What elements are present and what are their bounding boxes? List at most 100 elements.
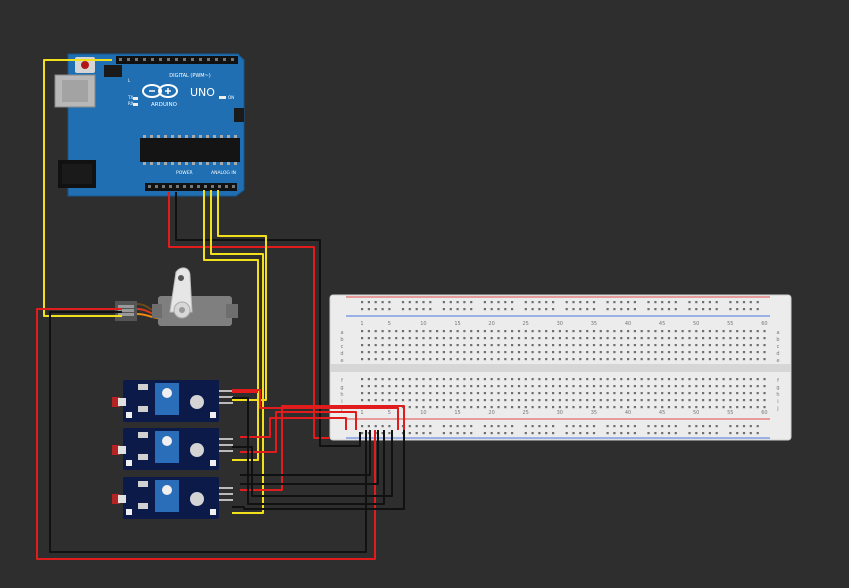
rail-hole[interactable] <box>415 432 418 435</box>
breadboard-hole[interactable] <box>517 392 521 395</box>
breadboard-hole[interactable] <box>756 406 759 409</box>
breadboard-hole[interactable] <box>749 392 752 395</box>
breadboard-hole[interactable] <box>695 406 698 409</box>
breadboard-hole[interactable] <box>599 337 602 340</box>
breadboard-hole[interactable] <box>401 385 405 388</box>
breadboard-hole[interactable] <box>647 337 650 340</box>
breadboard-hole[interactable] <box>756 344 759 347</box>
breadboard-hole[interactable] <box>388 344 391 347</box>
breadboard-hole[interactable] <box>497 330 500 333</box>
breadboard-hole[interactable] <box>681 399 684 402</box>
rail-hole[interactable] <box>381 425 384 428</box>
breadboard-hole[interactable] <box>674 406 677 409</box>
breadboard-hole[interactable] <box>531 385 534 388</box>
rail-hole[interactable] <box>401 301 405 304</box>
rail-hole[interactable] <box>606 432 609 435</box>
breadboard-hole[interactable] <box>401 399 405 402</box>
breadboard-hole[interactable] <box>722 378 725 381</box>
breadboard-hole[interactable] <box>545 351 548 354</box>
breadboard-hole[interactable] <box>470 337 473 340</box>
header-pin[interactable] <box>225 185 228 188</box>
breadboard-hole[interactable] <box>456 385 459 388</box>
breadboard-hole[interactable] <box>586 385 589 388</box>
breadboard-hole[interactable] <box>517 378 521 381</box>
breadboard-hole[interactable] <box>599 385 602 388</box>
breadboard-hole[interactable] <box>654 337 657 340</box>
breadboard-hole[interactable] <box>558 351 561 354</box>
rail-hole[interactable] <box>511 308 514 311</box>
breadboard-hole[interactable] <box>449 344 452 347</box>
rail-hole[interactable] <box>497 301 500 304</box>
breadboard-hole[interactable] <box>504 330 507 333</box>
breadboard-hole[interactable] <box>381 330 384 333</box>
rail-hole[interactable] <box>620 432 623 435</box>
rail-hole[interactable] <box>470 301 473 304</box>
breadboard-hole[interactable] <box>374 344 377 347</box>
breadboard-hole[interactable] <box>442 399 445 402</box>
rail-hole[interactable] <box>749 301 752 304</box>
breadboard-hole[interactable] <box>436 337 439 340</box>
rail-hole[interactable] <box>695 425 698 428</box>
breadboard-hole[interactable] <box>688 406 691 409</box>
rail-hole[interactable] <box>374 301 377 304</box>
breadboard-hole[interactable] <box>374 330 377 333</box>
breadboard-hole[interactable] <box>511 399 514 402</box>
rail-hole[interactable] <box>497 308 500 311</box>
breadboard-hole[interactable] <box>640 406 643 409</box>
breadboard-hole[interactable] <box>722 351 725 354</box>
header-pin[interactable] <box>155 185 158 188</box>
breadboard-hole[interactable] <box>436 358 439 361</box>
breadboard-hole[interactable] <box>558 358 561 361</box>
rail-hole[interactable] <box>361 308 364 311</box>
rail-hole[interactable] <box>606 425 609 428</box>
breadboard-hole[interactable] <box>429 406 432 409</box>
breadboard-hole[interactable] <box>667 392 671 395</box>
breadboard-hole[interactable] <box>367 337 370 340</box>
breadboard-hole[interactable] <box>708 385 711 388</box>
rail-hole[interactable] <box>504 432 507 435</box>
breadboard-hole[interactable] <box>702 358 705 361</box>
wire-black-s3-gnd[interactable] <box>232 430 405 510</box>
breadboard-hole[interactable] <box>531 337 534 340</box>
breadboard-hole[interactable] <box>449 337 452 340</box>
rail-hole[interactable] <box>538 432 541 435</box>
header-pin[interactable] <box>218 185 221 188</box>
breadboard-hole[interactable] <box>429 330 432 333</box>
breadboard-hole[interactable] <box>504 337 507 340</box>
rail-hole[interactable] <box>367 425 370 428</box>
breadboard-hole[interactable] <box>449 358 452 361</box>
breadboard-hole[interactable] <box>620 344 623 347</box>
breadboard-hole[interactable] <box>749 330 752 333</box>
breadboard-hole[interactable] <box>620 378 623 381</box>
breadboard-hole[interactable] <box>586 358 589 361</box>
breadboard-hole[interactable] <box>565 406 568 409</box>
rail-hole[interactable] <box>620 308 623 311</box>
breadboard-hole[interactable] <box>374 392 377 395</box>
rail-hole[interactable] <box>633 301 636 304</box>
breadboard-hole[interactable] <box>688 385 691 388</box>
breadboard-hole[interactable] <box>395 344 398 347</box>
breadboard-hole[interactable] <box>742 399 746 402</box>
wire-yellow-a0[interactable] <box>203 190 259 461</box>
header-pin[interactable] <box>169 185 172 188</box>
breadboard-hole[interactable] <box>395 337 398 340</box>
breadboard-hole[interactable] <box>565 351 568 354</box>
potentiometer[interactable] <box>155 431 179 463</box>
rail-hole[interactable] <box>552 308 555 311</box>
breadboard-hole[interactable] <box>531 330 534 333</box>
breadboard-hole[interactable] <box>422 378 425 381</box>
breadboard-hole[interactable] <box>429 378 432 381</box>
rail-hole[interactable] <box>524 308 527 311</box>
breadboard-hole[interactable] <box>592 392 596 395</box>
breadboard-hole[interactable] <box>538 392 541 395</box>
breadboard-hole[interactable] <box>572 392 575 395</box>
rail-hole[interactable] <box>552 432 555 435</box>
breadboard-hole[interactable] <box>579 330 582 333</box>
breadboard-hole[interactable] <box>620 406 623 409</box>
breadboard-hole[interactable] <box>422 344 425 347</box>
breadboard-hole[interactable] <box>647 406 650 409</box>
breadboard-hole[interactable] <box>374 351 377 354</box>
breadboard-hole[interactable] <box>736 399 739 402</box>
header-pin[interactable] <box>191 58 194 61</box>
breadboard-hole[interactable] <box>463 385 466 388</box>
